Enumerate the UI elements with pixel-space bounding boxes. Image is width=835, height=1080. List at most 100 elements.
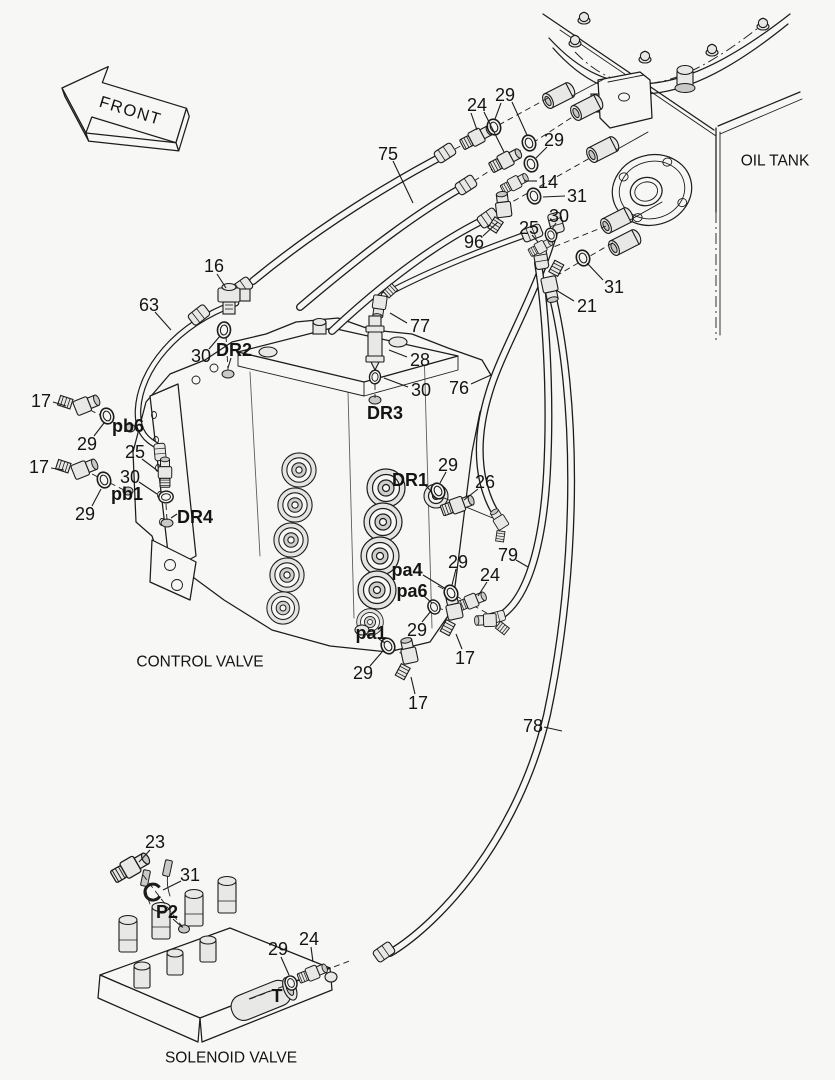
front-arrow: FRONT xyxy=(61,65,190,152)
leader-line xyxy=(172,918,183,928)
solenoid-coil xyxy=(118,914,138,953)
oil-tank-drawing xyxy=(539,11,803,340)
part-callout-75: 75 xyxy=(378,144,398,164)
leader-line xyxy=(535,146,548,159)
leader-line xyxy=(248,990,271,1000)
leader-line xyxy=(470,374,492,385)
part-callout-29: 29 xyxy=(438,455,458,475)
part-callout-29: 29 xyxy=(407,620,427,640)
part-callout-30: 30 xyxy=(411,380,431,400)
leader-line xyxy=(494,102,502,120)
part-callout-31: 31 xyxy=(180,865,200,885)
leader-line xyxy=(555,289,575,302)
leader-line xyxy=(477,581,488,597)
leader-line xyxy=(451,568,457,586)
part-callout-17: 17 xyxy=(408,693,428,713)
leader-line xyxy=(482,221,499,237)
fitting-25 xyxy=(157,456,173,488)
part-callout-25: 25 xyxy=(519,218,539,238)
solenoid-coil xyxy=(133,961,151,989)
tee-fitting-16 xyxy=(217,282,251,315)
t-port xyxy=(324,971,338,983)
p2-port xyxy=(178,924,190,934)
leader-line xyxy=(378,638,386,644)
leader-line xyxy=(170,513,178,519)
tank-cap-nut xyxy=(674,64,696,93)
part-callout-29: 29 xyxy=(495,85,515,105)
part-callout-16: 16 xyxy=(204,256,224,276)
part-callout-24: 24 xyxy=(299,929,319,949)
leader-line xyxy=(410,676,416,695)
leader-line xyxy=(50,467,65,471)
elbow-26-end xyxy=(486,505,513,545)
part-callout-30: 30 xyxy=(191,346,211,366)
leader-line xyxy=(383,377,409,388)
part-callout-pb1: pb1 xyxy=(111,484,143,504)
leader-line xyxy=(463,488,479,501)
leader-line xyxy=(162,880,182,891)
part-callout-29: 29 xyxy=(75,504,95,524)
tank-bolt xyxy=(638,50,652,64)
leader-line xyxy=(138,481,158,495)
leader-line xyxy=(138,849,151,863)
part-callout-26: 26 xyxy=(475,472,495,492)
solenoid-coil xyxy=(184,888,204,927)
leader-line xyxy=(52,401,67,407)
control-valve-label: CONTROL VALVE xyxy=(136,654,263,671)
leader-line xyxy=(531,234,539,243)
elbow-17 xyxy=(54,455,101,481)
leader-line xyxy=(91,488,102,507)
part-callout-29: 29 xyxy=(353,663,373,683)
fitting-24 xyxy=(486,145,525,176)
part-callout-23: 23 xyxy=(145,832,165,852)
leader-line xyxy=(388,349,408,358)
part-callout-DR3: DR3 xyxy=(367,403,403,423)
leader-line xyxy=(392,160,414,204)
part-callout-24: 24 xyxy=(467,95,487,115)
leader-line xyxy=(369,651,383,667)
leader-line xyxy=(483,111,505,153)
part-callout-P2: P2 xyxy=(156,902,178,922)
part-callout-14: 14 xyxy=(538,172,558,192)
part-callout-21: 21 xyxy=(577,296,597,316)
check-valve-28 xyxy=(365,315,385,372)
leader-line xyxy=(422,574,447,590)
leader-line xyxy=(423,483,432,492)
part-callout-DR2: DR2 xyxy=(216,340,252,360)
tank-bolt xyxy=(756,17,770,31)
part-callout-76: 76 xyxy=(449,378,469,398)
leader-line xyxy=(389,312,408,324)
leader-line xyxy=(515,559,529,568)
breather-cap xyxy=(312,317,327,335)
part-callout-28: 28 xyxy=(410,350,430,370)
oil-tank-label: OIL TANK xyxy=(741,153,810,170)
part-callout-30: 30 xyxy=(549,206,569,226)
part-callout-pb6: pb6 xyxy=(112,416,144,436)
hose-96 xyxy=(328,212,496,335)
part-callout-DR4: DR4 xyxy=(177,507,213,527)
part-callout-T: T xyxy=(272,986,283,1006)
part-callout-63: 63 xyxy=(139,295,159,315)
hose-75-lower xyxy=(296,179,474,311)
leader-line xyxy=(280,956,290,976)
solenoid-coil xyxy=(151,901,171,940)
leader-line xyxy=(208,335,221,350)
tank-bolt xyxy=(705,43,719,57)
hose-78 xyxy=(386,286,576,957)
leader-line xyxy=(542,195,566,198)
part-callout-17: 17 xyxy=(455,648,475,668)
snap-ring-31 xyxy=(143,882,162,902)
hose-77 xyxy=(380,227,540,299)
leader-line xyxy=(227,357,232,369)
solenoid-coil xyxy=(166,948,184,976)
leader-line xyxy=(511,101,528,136)
leader-line xyxy=(310,946,314,963)
leader-line xyxy=(93,422,105,437)
solenoid-coil xyxy=(199,935,217,963)
part-callout-pa6: pa6 xyxy=(396,581,427,601)
leader-line xyxy=(154,311,172,331)
leader-line xyxy=(470,112,478,131)
part-callout-17: 17 xyxy=(29,457,49,477)
leader-line xyxy=(141,458,159,472)
